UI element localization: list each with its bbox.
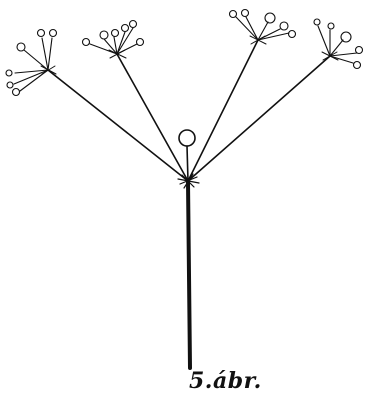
figure-caption: 5.ábr. [189,368,262,394]
primary-rays [48,40,330,181]
central-pedicel [187,146,188,181]
central-flower [179,130,195,146]
umbellet-1 [6,30,57,96]
umbellet-2 [83,21,144,59]
main-stem [188,182,190,368]
umbellet-4 [314,19,363,69]
umbellet-3 [230,10,296,45]
